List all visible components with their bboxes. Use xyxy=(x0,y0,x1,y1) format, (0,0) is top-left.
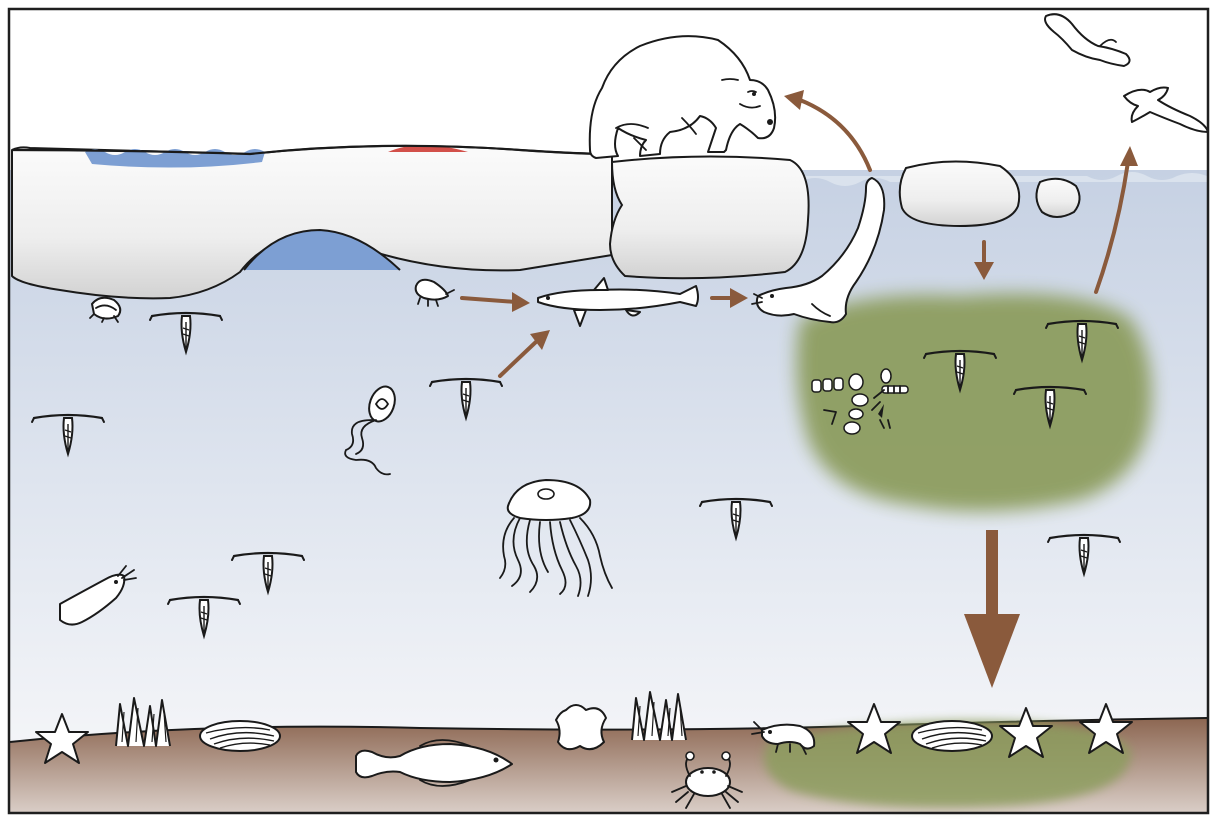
sea-star-icon xyxy=(556,705,606,749)
phytoplankton-bloom xyxy=(796,294,1151,512)
ice-block-medium xyxy=(900,161,1019,226)
bivalve-icon xyxy=(200,721,280,751)
ice-block-small xyxy=(1036,179,1079,217)
ice-block-large xyxy=(610,156,809,278)
bivalve-icon xyxy=(912,721,992,751)
